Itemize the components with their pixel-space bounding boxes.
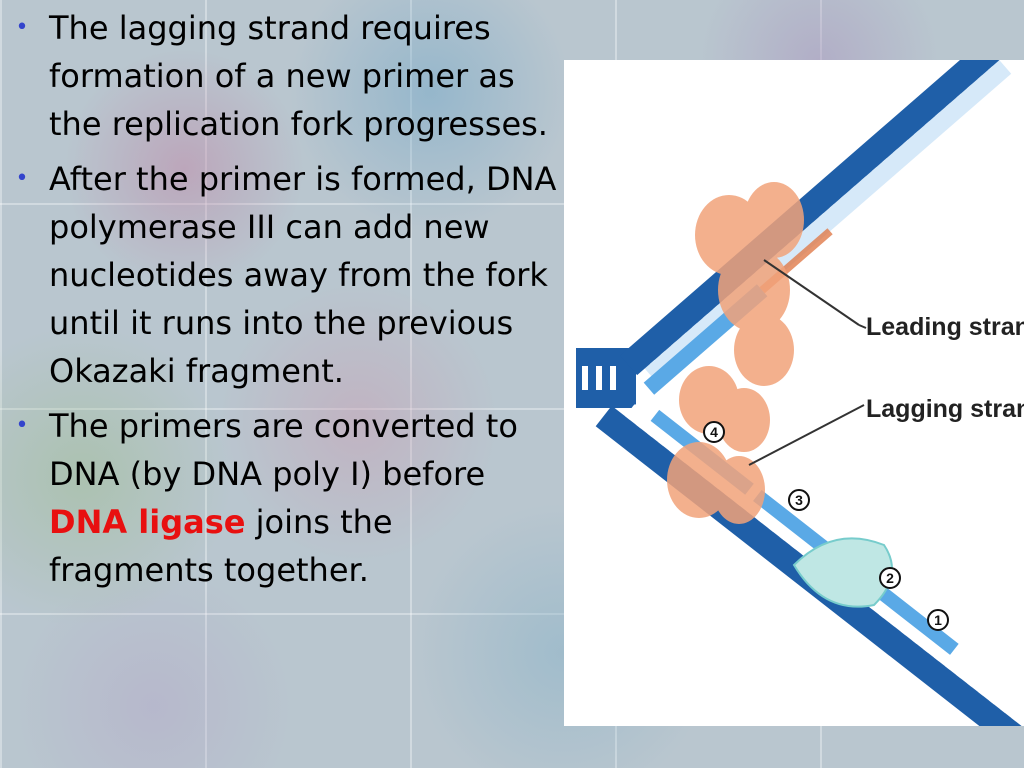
bullet-icon: • [15,413,29,438]
fragment-number-2: 2 [886,570,894,586]
bullet-list: • The lagging strand requires formation … [12,4,564,601]
fragment-number-1: 1 [934,612,942,628]
bullet-item: • The primers are converted to DNA (by D… [12,402,564,594]
bullet-text: After the primer is formed, DNA polymera… [49,160,557,390]
bullet-item: • The lagging strand requires formation … [12,4,564,148]
bullet-text-after: joins the fragments together. [49,503,393,589]
leading-callout-line [763,259,860,326]
lagging-strand-label: Lagging strand [866,395,1024,423]
replication-fork-figure: 4 3 2 1 Leading strand Lagging strand [564,60,1024,726]
fragment-markers: 4 3 2 1 [703,421,949,631]
fragment-number-3: 3 [795,492,803,508]
replisome-proteins [667,182,804,524]
replication-fork-diagram: 4 3 2 1 Leading strand Lagging strand [576,60,1024,726]
lagging-callout-line [748,404,865,466]
bullet-item: • After the primer is formed, DNA polyme… [12,155,564,395]
dna-ligase-highlight: DNA ligase [49,503,246,541]
leading-strand-label: Leading strand [866,313,1024,341]
bullet-text: The lagging strand requires formation of… [49,9,548,143]
leading-arm [620,60,1012,395]
bullet-icon: • [15,166,29,191]
bullet-text-before: The primers are converted to DNA (by DNA… [49,407,518,493]
fragment-number-4: 4 [710,424,718,440]
bullet-icon: • [15,15,29,40]
